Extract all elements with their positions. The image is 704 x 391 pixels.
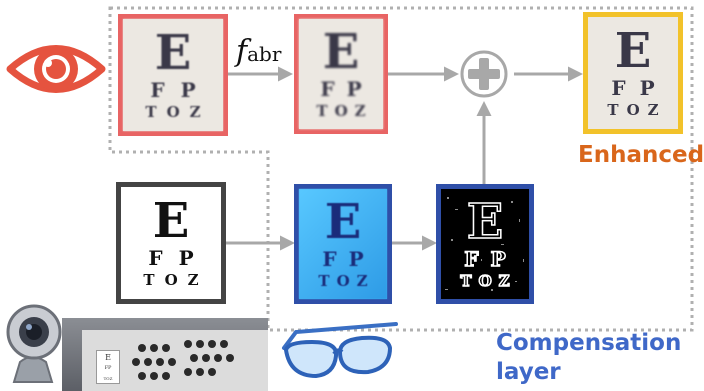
chart-line-2: FP <box>611 76 669 100</box>
chart-line-3: TOZ <box>607 101 667 119</box>
original-chart: E FP TOZ <box>116 182 226 304</box>
chart-line-2: FP <box>150 78 212 102</box>
chart-line-1: E <box>466 194 504 250</box>
chart-line-3: TOZ <box>145 103 211 121</box>
chart-line-1: E <box>324 194 362 250</box>
display-chart-line-1: E <box>105 353 111 362</box>
compensation-label: Compensation <box>496 330 682 356</box>
chart-line-1: E <box>322 24 360 80</box>
chart-line-2: FP <box>320 77 374 101</box>
display-chart-line-2: FP <box>104 365 112 371</box>
chart-line-3: TOZ <box>318 272 375 290</box>
plus-circle-icon <box>460 50 508 98</box>
chart-line-1: E <box>152 193 190 249</box>
layer-label: layer <box>496 359 561 385</box>
enhanced-chart: E FP TOZ <box>583 12 683 134</box>
function-symbol: f <box>236 34 248 69</box>
display-photo: E FP TOZ <box>62 318 268 391</box>
display-chart-line-3: TOZ <box>103 376 113 381</box>
function-subscript: abr <box>247 42 282 66</box>
eye-icon <box>6 45 106 93</box>
chart-line-2: FP <box>322 247 376 271</box>
noise-texture <box>445 197 524 291</box>
chart-line-3: TOZ <box>316 102 373 120</box>
chart-line-1: E <box>614 23 652 79</box>
dot-pattern <box>132 340 234 380</box>
glasses-icon <box>282 322 398 379</box>
aberrated-chart: E FP TOZ <box>118 14 228 136</box>
chart-line-2: FP <box>148 246 210 270</box>
display-chart: E FP TOZ <box>96 350 120 384</box>
chart-line-2: FP <box>464 246 518 272</box>
compensated-chart: E FP TOZ <box>294 184 392 304</box>
chart-line-3: TOZ <box>460 271 517 291</box>
display-screen: E FP TOZ <box>82 330 268 391</box>
residual-chart: E FP TOZ <box>436 184 534 304</box>
chart-line-3: TOZ <box>143 271 209 289</box>
aberrated-output-chart: E FP TOZ <box>294 14 388 134</box>
webcam-icon <box>6 304 62 383</box>
chart-line-1: E <box>154 25 192 81</box>
enhanced-label: Enhanced <box>578 142 704 168</box>
function-label: fabr <box>236 34 281 69</box>
